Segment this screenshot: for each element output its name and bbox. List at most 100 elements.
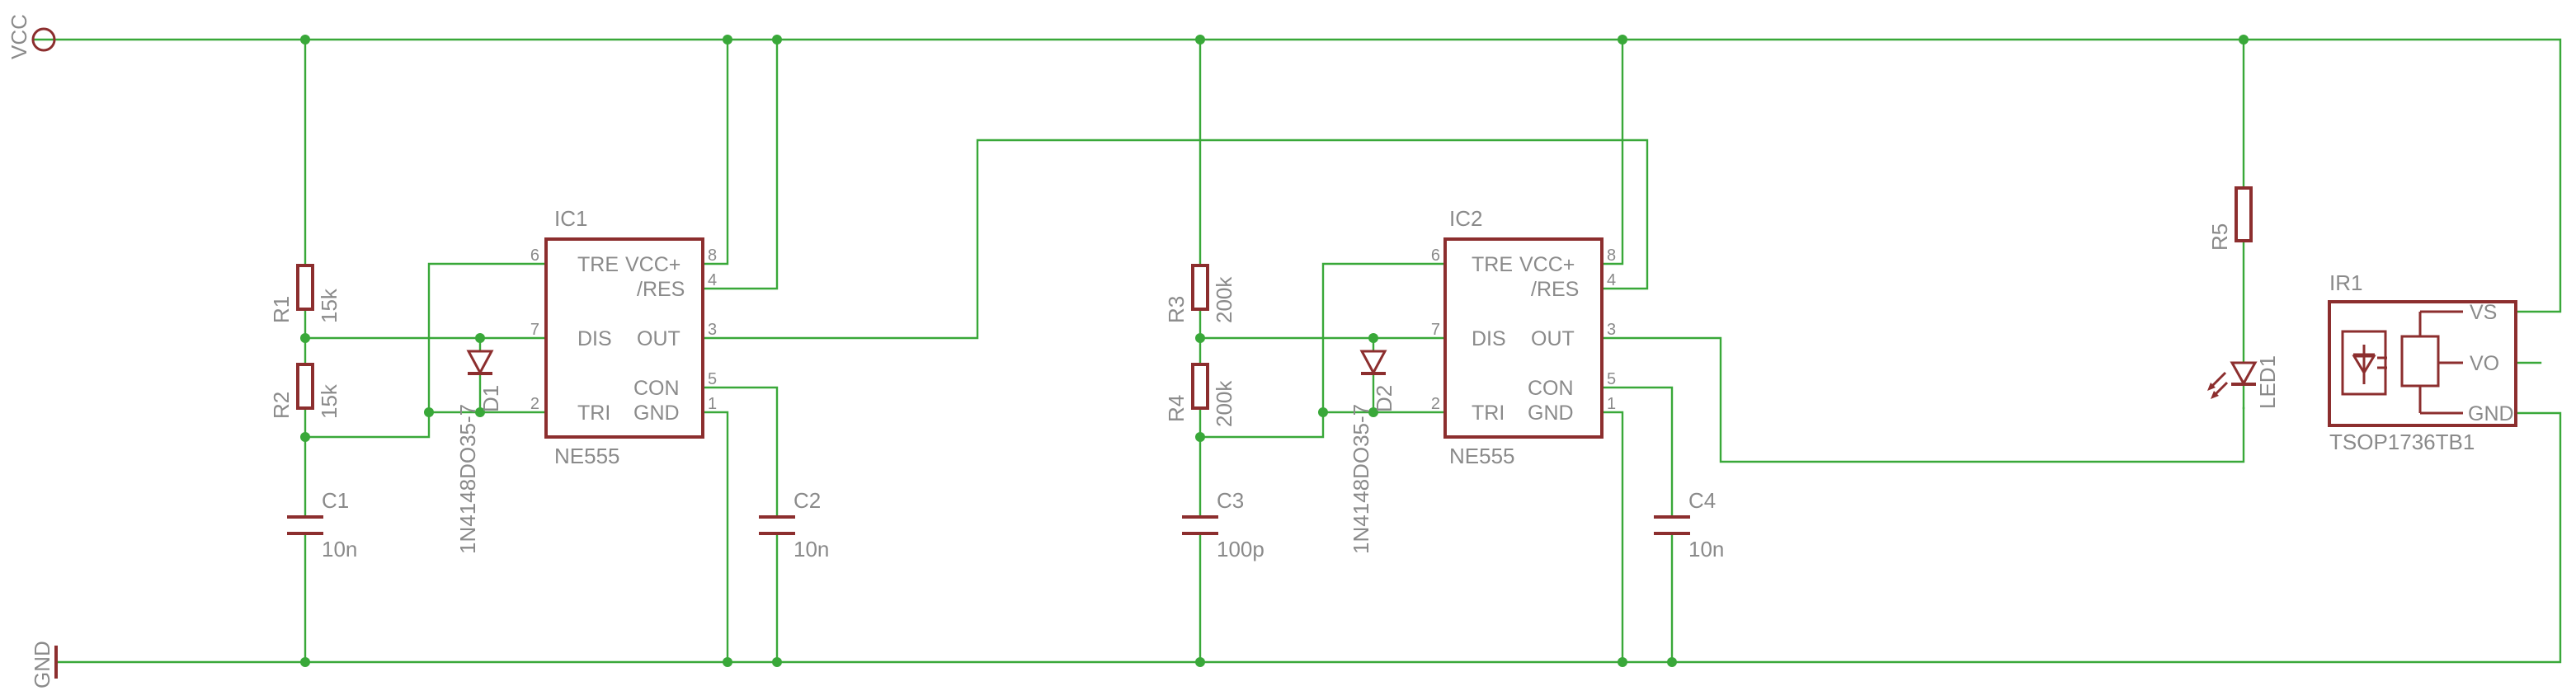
ic1-pin-con: CON bbox=[633, 377, 680, 400]
capacitor-c2: C2 10n bbox=[759, 488, 829, 561]
ic2-pin-dis: DIS bbox=[1472, 327, 1506, 350]
ic1-pinnum-1: 1 bbox=[708, 395, 717, 413]
ic2-name: IC2 bbox=[1449, 206, 1482, 231]
wire-ic1-out bbox=[701, 139, 1649, 340]
r3-name: R3 bbox=[1164, 296, 1189, 323]
wire-ic2-vcc bbox=[1600, 38, 1624, 265]
ic1-ne555: IC1 NE555 TRE VCC+ /RES DIS OUT CON TRI … bbox=[530, 206, 717, 468]
diode-d2: 1N4148DO35-7 D2 bbox=[1349, 350, 1396, 554]
ic1-name: IC1 bbox=[554, 206, 587, 231]
wire-ic1-gnd bbox=[701, 411, 729, 664]
ic2-pin-gnd: GND bbox=[1528, 402, 1574, 425]
junction-dot bbox=[1667, 657, 1677, 667]
wire-ic1-tre bbox=[427, 262, 548, 414]
r1-value: 15k bbox=[317, 288, 341, 323]
junction-dot bbox=[424, 407, 434, 417]
resistor-r3: R3 200k bbox=[1164, 264, 1236, 323]
junctions bbox=[300, 35, 2249, 667]
junction-dot bbox=[1618, 657, 1627, 667]
junction-dot bbox=[2239, 35, 2249, 45]
ic2-pinnum-7: 7 bbox=[1431, 321, 1440, 339]
junction-dot bbox=[300, 35, 310, 45]
ic2-pinnum-1: 1 bbox=[1607, 395, 1616, 413]
wires bbox=[31, 38, 2562, 664]
wire-ic2-out bbox=[1600, 336, 2245, 463]
ic1-value: NE555 bbox=[554, 444, 620, 468]
ic2-pin-out: OUT bbox=[1531, 327, 1575, 350]
junction-dot bbox=[300, 432, 310, 442]
junction-dot bbox=[1195, 657, 1205, 667]
wire-ic1-vcc bbox=[701, 38, 729, 265]
ic1-pinnum-4: 4 bbox=[708, 271, 717, 289]
c1-name: C1 bbox=[322, 488, 349, 513]
wire-ic1-tri bbox=[304, 411, 548, 439]
ir1-pin-vo: VO bbox=[2470, 352, 2499, 375]
junction-dot bbox=[723, 35, 732, 45]
ic2-value: NE555 bbox=[1449, 444, 1515, 468]
wire-ir1-vs bbox=[2242, 38, 2562, 313]
ic1-pin-dis: DIS bbox=[577, 327, 612, 350]
c3-name: C3 bbox=[1217, 488, 1244, 513]
ic1-pinnum-6: 6 bbox=[530, 247, 539, 265]
ic2-pin-tre: TRE bbox=[1472, 253, 1513, 276]
junction-dot bbox=[300, 333, 310, 343]
ic1-pinnum-5: 5 bbox=[708, 370, 717, 388]
ic2-pinnum-5: 5 bbox=[1607, 370, 1616, 388]
gnd-label: GND bbox=[30, 641, 54, 688]
ic1-pin-res: /RES bbox=[637, 278, 685, 301]
ic1-pin-tre: TRE bbox=[577, 253, 619, 276]
ic1-pin-vcc: VCC+ bbox=[625, 253, 680, 276]
junction-dot bbox=[475, 407, 485, 417]
ir1-name: IR1 bbox=[2329, 270, 2362, 295]
led1-name: LED1 bbox=[2255, 355, 2280, 409]
d1-name: D1 bbox=[478, 385, 503, 412]
c4-value: 10n bbox=[1688, 537, 1724, 561]
diode-d1: 1N4148DO35-7 D1 bbox=[455, 350, 503, 554]
r2-value: 15k bbox=[317, 383, 341, 419]
ir1-value: TSOP1736TB1 bbox=[2329, 430, 2475, 454]
junction-dot bbox=[1195, 35, 1205, 45]
junction-dot bbox=[772, 35, 782, 45]
d2-name: D2 bbox=[1372, 385, 1396, 412]
junction-dot bbox=[1618, 35, 1627, 45]
ic2-pin-vcc: VCC+ bbox=[1519, 253, 1575, 276]
wire-ic1-con bbox=[701, 386, 779, 518]
ic1-pin-gnd: GND bbox=[633, 402, 680, 425]
resistor-r5: R5 bbox=[2207, 186, 2253, 251]
wire-ic2-tri bbox=[1199, 411, 1447, 439]
r4-name: R4 bbox=[1164, 395, 1189, 422]
resistor-r1: R1 15k bbox=[269, 264, 341, 323]
ic1-pinnum-7: 7 bbox=[530, 321, 539, 339]
wire-ic2-tre bbox=[1321, 262, 1447, 414]
c4-name: C4 bbox=[1688, 488, 1716, 513]
ic1-pin-tri: TRI bbox=[577, 402, 610, 425]
ic2-pinnum-6: 6 bbox=[1431, 247, 1440, 265]
led-led1: LED1 bbox=[2207, 355, 2280, 409]
junction-dot bbox=[1318, 407, 1328, 417]
ic2-pin-tri: TRI bbox=[1472, 402, 1505, 425]
ir1-pin-gnd: GND bbox=[2468, 402, 2514, 425]
ic1-pinnum-2: 2 bbox=[530, 395, 539, 413]
r3-value: 200k bbox=[1212, 276, 1236, 323]
ic2-pin-con: CON bbox=[1528, 377, 1574, 400]
r1-name: R1 bbox=[269, 296, 294, 323]
ic2-pinnum-3: 3 bbox=[1607, 321, 1616, 339]
r2-name: R2 bbox=[269, 392, 294, 419]
wire-ic2-gnd bbox=[1600, 411, 1624, 664]
junction-dot bbox=[475, 333, 485, 343]
r5-name: R5 bbox=[2207, 223, 2232, 251]
vcc-label: VCC bbox=[7, 14, 31, 59]
d1-value: 1N4148DO35-7 bbox=[455, 404, 480, 554]
ic2-pin-res: /RES bbox=[1531, 278, 1579, 301]
r4-value: 200k bbox=[1212, 380, 1236, 427]
ic2-ne555: IC2 NE555 TRE VCC+ /RES DIS OUT CON TRI … bbox=[1431, 206, 1616, 468]
d2-value: 1N4148DO35-7 bbox=[1349, 404, 1373, 554]
resistor-r4: R4 200k bbox=[1164, 363, 1236, 427]
gnd-symbol: GND bbox=[30, 641, 58, 688]
ic2-pinnum-2: 2 bbox=[1431, 395, 1440, 413]
ic1-pinnum-3: 3 bbox=[708, 321, 717, 339]
junction-dot bbox=[1195, 432, 1205, 442]
capacitor-c1: C1 10n bbox=[287, 488, 357, 561]
junction-dot bbox=[723, 657, 732, 667]
gnd-rail bbox=[56, 411, 2562, 664]
